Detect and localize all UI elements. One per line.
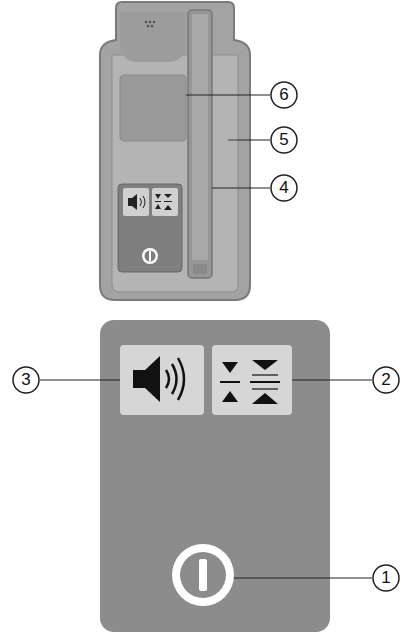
callout-number: 4	[272, 176, 296, 200]
callout-number: 6	[272, 83, 296, 107]
callout-number: 5	[272, 128, 296, 152]
callout-number: 2	[374, 368, 398, 392]
callout-number: 1	[374, 566, 398, 590]
callout-number: 3	[14, 368, 38, 392]
